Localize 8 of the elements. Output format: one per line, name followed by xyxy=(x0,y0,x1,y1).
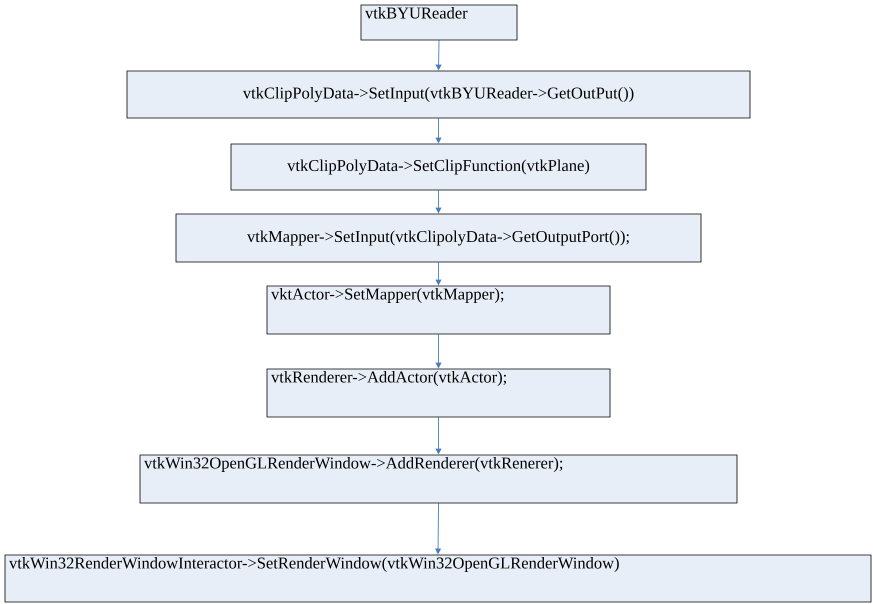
process-box: vtkMapper->SetInput(vtkClipolyData->GetOutputPort()); xyxy=(176,214,702,262)
process-box: vtkWin32RenderWindowInteractor->SetRenderWindow(vtkWin32OpenGLRenderWindow) xyxy=(4,554,872,602)
process-box: vtkWin32OpenGLRenderWindow->AddRenderer(vtkRenerer); xyxy=(140,454,738,504)
process-box: vtkRenderer->AddActor(vtkActor); xyxy=(266,368,610,418)
process-box: vtkClipPolyData->SetClipFunction(vtkPlane) xyxy=(230,144,646,190)
process-box: vktActor->SetMapper(vtkMapper); xyxy=(266,286,610,334)
process-box: vtkBYUReader xyxy=(360,4,518,40)
process-box: vtkClipPolyData->SetInput(vtkBYUReader->GetOutPut()) xyxy=(126,70,750,118)
